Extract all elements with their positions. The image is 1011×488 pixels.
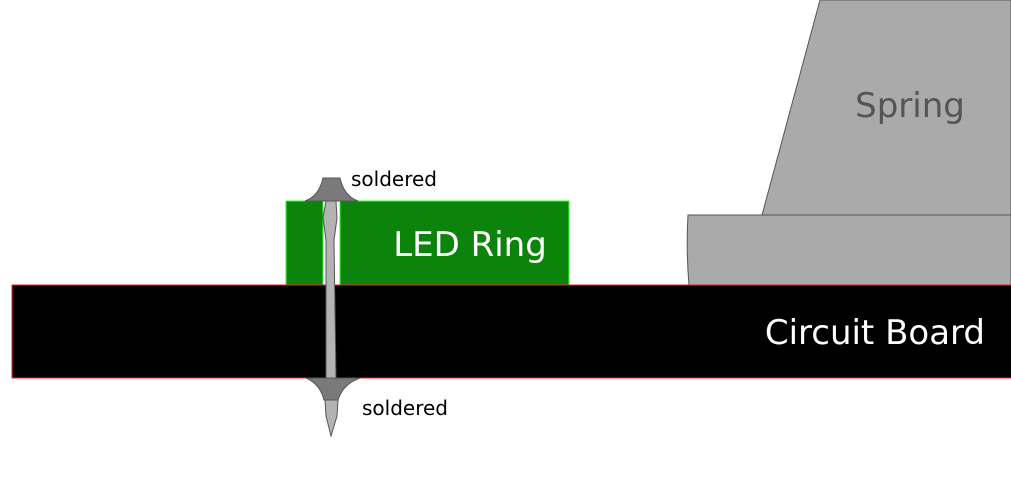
spring-label: Spring — [855, 86, 965, 126]
solder-label-top: soldered — [351, 167, 437, 191]
solder-joint-bottom — [305, 377, 361, 401]
circuit-board-label: Circuit Board — [765, 313, 985, 353]
led-ring-label: LED Ring — [393, 225, 547, 265]
solder-joint-top — [304, 177, 359, 202]
spring-base — [686, 214, 1011, 286]
circuit-board — [11, 284, 1011, 379]
solder-label-bottom: soldered — [362, 396, 448, 420]
pin-tip — [324, 399, 339, 438]
